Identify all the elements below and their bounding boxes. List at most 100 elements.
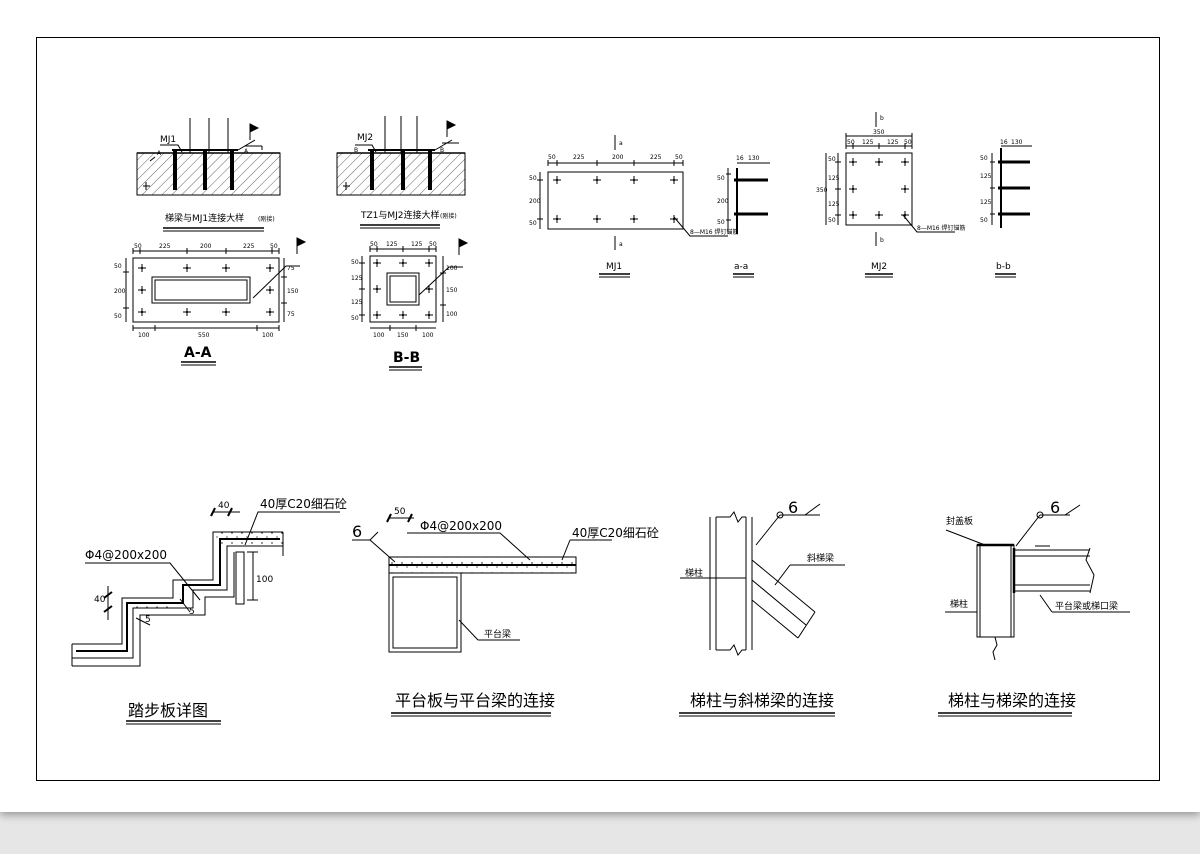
svg-text:150: 150 bbox=[446, 287, 458, 294]
svg-text:50: 50 bbox=[370, 241, 378, 248]
stud-bolt-dot bbox=[555, 178, 559, 182]
svg-text:75: 75 bbox=[287, 311, 295, 318]
svg-text:50: 50 bbox=[980, 155, 988, 162]
section-bb-label: B-B bbox=[393, 350, 420, 366]
stud-bolt-dot bbox=[268, 288, 272, 292]
svg-text:200: 200 bbox=[114, 288, 126, 295]
section-aa-small-dims: 16 130 50 200 50 bbox=[717, 155, 760, 226]
column-beam-title: 梯柱与梯梁的连接 bbox=[948, 691, 1076, 710]
svg-text:50: 50 bbox=[529, 175, 537, 182]
column-inclined-title: 梯柱与斜梯梁的连接 bbox=[690, 691, 834, 710]
stud-bolt-dot bbox=[401, 261, 405, 265]
svg-text:100: 100 bbox=[446, 265, 458, 272]
svg-text:50: 50 bbox=[114, 263, 122, 270]
svg-text:50: 50 bbox=[847, 139, 855, 146]
mj1-label: MJ1 bbox=[606, 262, 622, 272]
tread-detail bbox=[71, 507, 340, 725]
stud-bolt-dot bbox=[185, 310, 189, 314]
drawing-sheet: MJ1 A A 梯梁与MJ1连接大样 (刚接) MJ2 B B TZ1与MJ2连… bbox=[0, 0, 1200, 812]
section-aa-small bbox=[726, 162, 770, 278]
mj1-bolts bbox=[553, 176, 678, 223]
detail1-mark-right: A bbox=[244, 148, 249, 155]
mj1-cut-top: a bbox=[619, 140, 623, 147]
section-aa-dims: 50 225 200 225 50 100 550 100 50 200 50 … bbox=[114, 243, 299, 339]
svg-text:200: 200 bbox=[612, 154, 624, 161]
svg-text:125: 125 bbox=[386, 241, 398, 248]
svg-text:125: 125 bbox=[828, 201, 840, 208]
stud-bolt-dot bbox=[427, 287, 431, 291]
svg-text:50: 50 bbox=[529, 220, 537, 227]
stud-bolt-dot bbox=[877, 160, 881, 164]
svg-text:125: 125 bbox=[887, 139, 899, 146]
mj2-cut-bottom: b bbox=[880, 237, 884, 244]
stud-bolt-dot bbox=[632, 217, 636, 221]
svg-text:125: 125 bbox=[980, 173, 992, 180]
column-beam-cover-label: 封盖板 bbox=[946, 515, 973, 527]
svg-text:16: 16 bbox=[1000, 139, 1008, 146]
platform-title: 平台板与平台梁的连接 bbox=[395, 691, 555, 710]
section-bb-dims: 50 125 125 50 100 150 100 50 125 125 50 … bbox=[351, 241, 458, 339]
svg-text:100: 100 bbox=[446, 311, 458, 318]
tread-title: 踏步板详图 bbox=[128, 701, 208, 720]
tread-dim-5a: 5 bbox=[189, 607, 195, 617]
svg-text:50: 50 bbox=[548, 154, 556, 161]
svg-text:100: 100 bbox=[373, 332, 385, 339]
svg-text:225: 225 bbox=[650, 154, 662, 161]
drawing-frame bbox=[36, 37, 1160, 781]
svg-text:50: 50 bbox=[351, 315, 359, 322]
svg-text:50: 50 bbox=[828, 156, 836, 163]
svg-text:75: 75 bbox=[287, 265, 295, 272]
stud-bolt-dot bbox=[851, 213, 855, 217]
platform-weld: 6 bbox=[352, 522, 362, 541]
svg-text:100: 100 bbox=[422, 332, 434, 339]
column-inclined-beam bbox=[679, 503, 845, 717]
detail1-mark-left: A bbox=[157, 150, 162, 157]
section-bb-small bbox=[990, 145, 1032, 278]
svg-text:100: 100 bbox=[138, 332, 150, 339]
section-aa bbox=[123, 237, 307, 366]
mj2-bolts bbox=[849, 158, 909, 219]
stud-bolt-dot bbox=[851, 160, 855, 164]
svg-text:50: 50 bbox=[828, 217, 836, 224]
stud-bolt-dot bbox=[877, 213, 881, 217]
stud-bolt-dot bbox=[555, 217, 559, 221]
stud-bolt-dot bbox=[375, 313, 379, 317]
svg-text:50: 50 bbox=[675, 154, 683, 161]
platform-note: 40厚C20细石砼 bbox=[572, 526, 659, 540]
svg-text:550: 550 bbox=[198, 332, 210, 339]
mj1-cut-bottom: a bbox=[619, 241, 623, 248]
svg-text:16: 16 bbox=[736, 155, 744, 162]
svg-text:125: 125 bbox=[862, 139, 874, 146]
svg-text:200: 200 bbox=[529, 198, 541, 205]
column-beam-weld: 6 bbox=[1050, 498, 1060, 517]
svg-text:225: 225 bbox=[573, 154, 585, 161]
stud-bolt-dot bbox=[672, 178, 676, 182]
tread-concrete-fill-2 bbox=[122, 598, 173, 608]
tread-dim-40-top: 40 bbox=[218, 501, 230, 511]
stud-bolt-dot bbox=[903, 213, 907, 217]
svg-text:225: 225 bbox=[159, 243, 171, 250]
svg-text:150: 150 bbox=[397, 332, 409, 339]
svg-text:125: 125 bbox=[980, 199, 992, 206]
detail2-mj-label: MJ2 bbox=[357, 133, 373, 143]
stud-bolt-dot bbox=[903, 160, 907, 164]
svg-text:200: 200 bbox=[200, 243, 212, 250]
platform-beam-label: 平台梁 bbox=[484, 628, 511, 640]
stud-bolt-dot bbox=[224, 310, 228, 314]
detail2-mark-right: B bbox=[440, 147, 444, 154]
stud-bolt-dot bbox=[185, 266, 189, 270]
detail1-mj-label: MJ1 bbox=[160, 135, 176, 145]
stud-bolt-dot bbox=[427, 261, 431, 265]
svg-text:50: 50 bbox=[429, 241, 437, 248]
column-beam-beam-label: 平台梁或梯口梁 bbox=[1055, 600, 1118, 612]
stud-bolt-dot bbox=[140, 288, 144, 292]
stud-bolt-dot bbox=[903, 187, 907, 191]
mj1-bolt-note: 8—M16 焊钉锚筋 bbox=[690, 228, 739, 236]
mj2-bolt-note: 8—M16 焊钉锚筋 bbox=[917, 224, 966, 232]
svg-text:100: 100 bbox=[262, 332, 274, 339]
section-aa-bolts bbox=[138, 264, 274, 316]
svg-text:125: 125 bbox=[351, 299, 363, 306]
detail-mj1-connection bbox=[136, 118, 281, 232]
mj2-plate bbox=[825, 112, 955, 278]
section-aa-label: A-A bbox=[184, 345, 212, 361]
